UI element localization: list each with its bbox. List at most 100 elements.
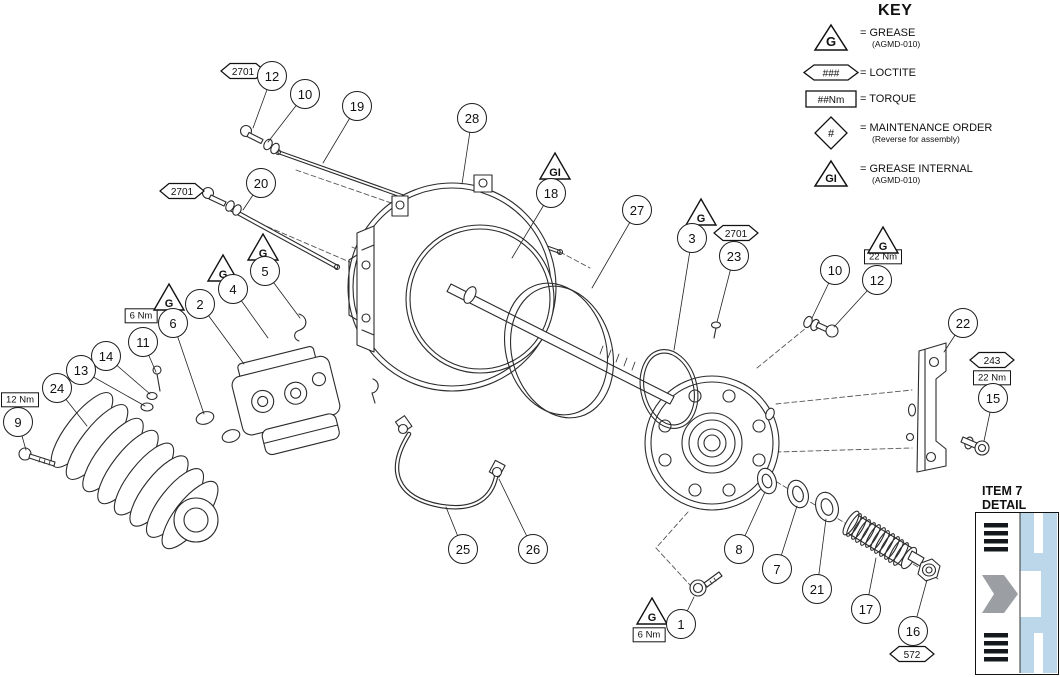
key-label: = LOCTITE: [860, 66, 916, 79]
part-balloon-14: 14: [91, 341, 121, 371]
part-balloon-13: 13: [66, 355, 96, 385]
key-label: = GREASE INTERNAL: [860, 162, 973, 175]
annotation-text: GI: [549, 167, 561, 179]
part-balloon-16: 16: [898, 616, 928, 646]
balloon-number: 12: [869, 272, 885, 288]
key-label: = MAINTENANCE ORDER: [860, 122, 993, 134]
part-pump-body: [231, 345, 341, 456]
annotation-text: G: [259, 248, 268, 260]
part-balloon-17: 17: [851, 594, 881, 624]
balloon-number: 11: [136, 334, 150, 350]
part-balloon-18: 18: [536, 178, 566, 208]
balloon-number: 10: [297, 86, 313, 102]
balloon-number: 17: [858, 601, 874, 617]
loctite-hexagon-icon-243: 243: [969, 351, 1015, 369]
item7-detail-drawing: [982, 513, 1057, 673]
loctite-hexagon-icon-2701: 2701: [713, 224, 759, 242]
part-screw-15: [960, 436, 990, 456]
torque-symbol-icon: ##Nm: [802, 90, 860, 108]
item7-detail-title: ITEM 7 DETAIL: [982, 484, 1026, 513]
annotation-text: 12 Nm: [6, 394, 34, 406]
balloon-number: 4: [229, 281, 237, 297]
key-row-maintenance-order: # = MAINTENANCE ORDER (Reverse for assem…: [802, 116, 1058, 150]
balloon-number: 26: [525, 541, 541, 557]
annotation-text: G: [697, 213, 706, 225]
key-note: (AGMD-010): [872, 38, 921, 49]
part-balloon-27: 27: [622, 195, 652, 225]
part-balloon-9: 9: [3, 407, 33, 437]
balloon-number: 14: [98, 348, 114, 364]
balloon-number: 6: [169, 315, 177, 331]
part-bolt-set-right: [803, 315, 839, 338]
part-balloon-10: 10: [820, 255, 850, 285]
grease-triangle-icon-gi: GI: [538, 151, 572, 181]
balloon-number: 21: [809, 581, 825, 597]
part-balloon-7: 7: [762, 554, 792, 584]
grease-symbol-icon: G: [802, 22, 860, 53]
annotation-text: 22 Nm: [869, 251, 897, 263]
balloon-number: 8: [735, 541, 743, 557]
annotation-text: G: [648, 612, 657, 624]
item7-detail-title-line2: DETAIL: [982, 498, 1027, 513]
part-balloon-8: 8: [724, 534, 754, 564]
balloon-number: 10: [827, 262, 843, 278]
part-bellows-24: [50, 392, 219, 550]
annotation-text: 243: [984, 356, 1001, 367]
key-row-grease-internal: GI = GREASE INTERNAL (AGMD-010): [802, 158, 1058, 189]
part-balloon-12: 12: [257, 61, 287, 91]
alignment-dashes: [237, 169, 939, 586]
part-balloon-2: 2: [185, 289, 215, 319]
part-balloon-10: 10: [290, 79, 320, 109]
item7-detail-box: [975, 512, 1059, 675]
part-washer-8: [756, 467, 778, 495]
annotation-text: 2701: [232, 67, 255, 78]
torque-box-6nm: 6 Nm: [632, 627, 666, 643]
key-text-grease-internal: = GREASE INTERNAL (AGMD-010): [860, 163, 973, 185]
part-bolt-set-upper: [239, 124, 280, 155]
part-pin: [371, 378, 379, 404]
torque-symbol-text: ##Nm: [818, 95, 845, 106]
key-note: (Reverse for assembly): [872, 134, 960, 144]
balloon-number: 24: [49, 380, 65, 396]
part-balloon-23: 23: [719, 241, 749, 271]
part-balloon-15: 15: [978, 383, 1008, 413]
balloon-number: 1: [677, 616, 685, 632]
part-boot-17: [842, 510, 925, 570]
part-small-fasteners: [140, 365, 241, 443]
balloon-number: 28: [464, 110, 480, 126]
part-balloon-11: 11: [128, 327, 158, 357]
key-note: (AGMD-010): [872, 174, 921, 185]
annotation-text: G: [165, 298, 174, 310]
key-legend: KEY G = GREASE (AGMD-010) ### = LOCTITE: [802, 2, 1058, 189]
part-balloon-21: 21: [802, 574, 832, 604]
part-balloon-20: 20: [246, 168, 276, 198]
part-balloon-25: 25: [448, 534, 478, 564]
part-clip: [294, 313, 307, 342]
part-hub-flange: [644, 375, 780, 511]
part-balloon-5: 5: [250, 256, 280, 286]
key-text-grease: = GREASE (AGMD-010): [860, 27, 920, 49]
part-hose-25: [394, 415, 506, 510]
part-bolt-set-lower: [201, 186, 242, 216]
balloon-number: 23: [726, 248, 742, 264]
torque-box-12nm: 12 Nm: [1, 392, 39, 408]
grease-internal-symbol-text: GI: [825, 173, 837, 185]
maintenance-order-symbol-text: #: [828, 128, 835, 140]
grease-triangle-icon-g: G: [635, 596, 669, 626]
part-oring-3: [639, 349, 699, 429]
balloon-number: 13: [73, 362, 89, 378]
annotation-text: 572: [904, 650, 921, 661]
balloon-number: 25: [455, 541, 471, 557]
item7-detail-title-line1: ITEM 7: [982, 484, 1023, 498]
part-bell-housing: [347, 174, 557, 392]
part-balloon-12: 12: [862, 265, 892, 295]
part-balloon-4: 4: [218, 274, 248, 304]
loctite-hexagon-icon-2701: 2701: [159, 182, 205, 200]
grease-symbol-text: G: [826, 34, 836, 49]
part-balloon-19: 19: [342, 91, 372, 121]
balloon-number: 27: [629, 202, 645, 218]
balloon-number: 12: [264, 68, 280, 84]
grease-triangle-icon-g: G: [866, 225, 900, 255]
